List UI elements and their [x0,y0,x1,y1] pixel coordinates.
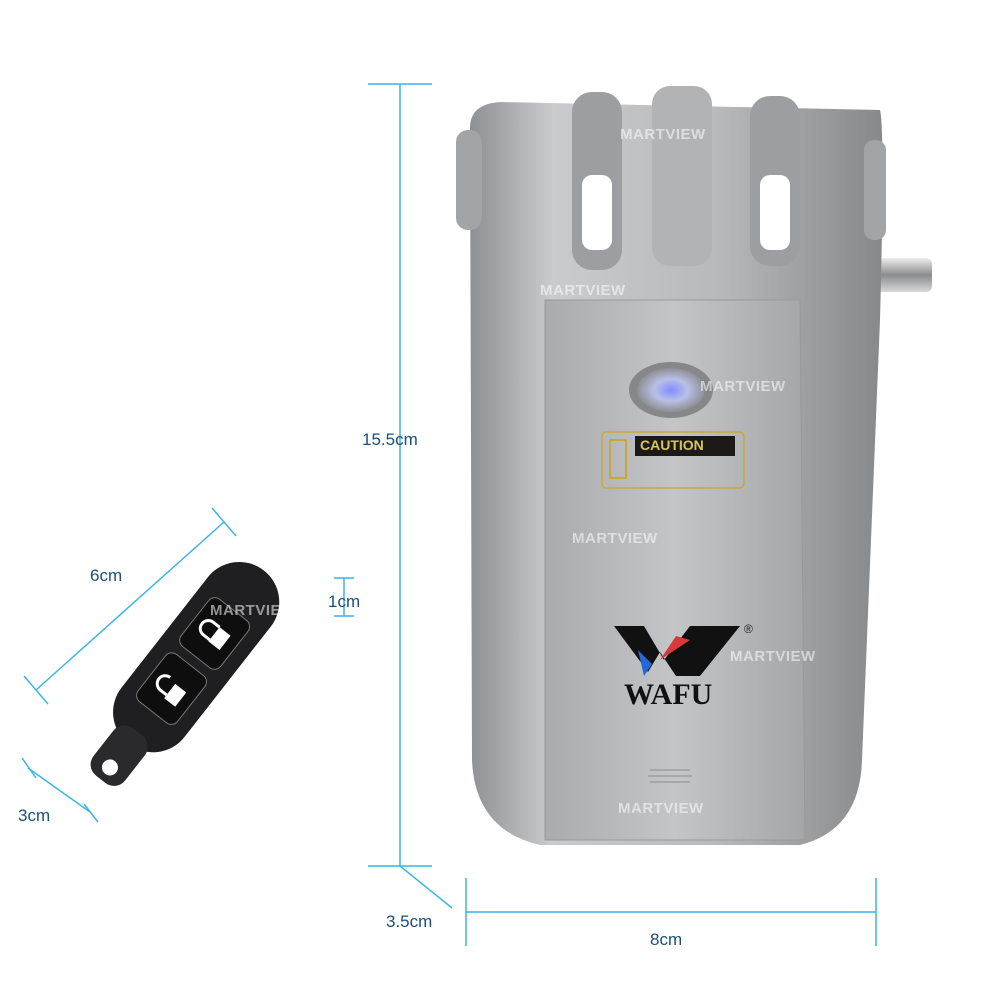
caution-label [601,431,745,489]
battery-icon [609,439,627,479]
watermark: MARTVIEW [700,378,786,395]
caution-text: CAUTION [640,437,704,453]
caution-banner [635,436,735,456]
lock-depth-label: 3.5cm [386,912,433,931]
led-indicator [637,368,705,412]
watermark: MARTVIEW [618,800,704,817]
unlock-icon [155,674,172,697]
remote-key-fob [90,561,280,786]
watermark: MARTVIEW [540,282,626,299]
keyring-hole [101,759,118,776]
lock-icon [198,619,221,641]
watermark: MARTVIEW [572,530,658,547]
unlock-button [136,652,207,725]
lock-height-label: 15.5cm [362,430,418,449]
registered-mark: ® [744,622,753,636]
brand-name: WAFU [624,678,713,711]
dimension-lines [21,83,877,946]
watermark: MARTVIEW [730,648,816,665]
remote-length-label: 6cm [90,566,123,585]
watermark: MARTVIEW [210,602,296,619]
speaker-grille [648,769,692,783]
watermark: MARTVIEW [620,126,706,143]
remote-thickness-label: 1cm [328,592,361,611]
lock-front-plate [544,299,806,841]
lock-side-knobs [456,130,886,240]
lock-top-cutouts [572,86,800,270]
wafu-logo-mark [614,626,740,676]
lock-button [179,597,251,670]
remote-width-label: 3cm [18,806,51,825]
lock-width-label: 8cm [650,930,683,949]
